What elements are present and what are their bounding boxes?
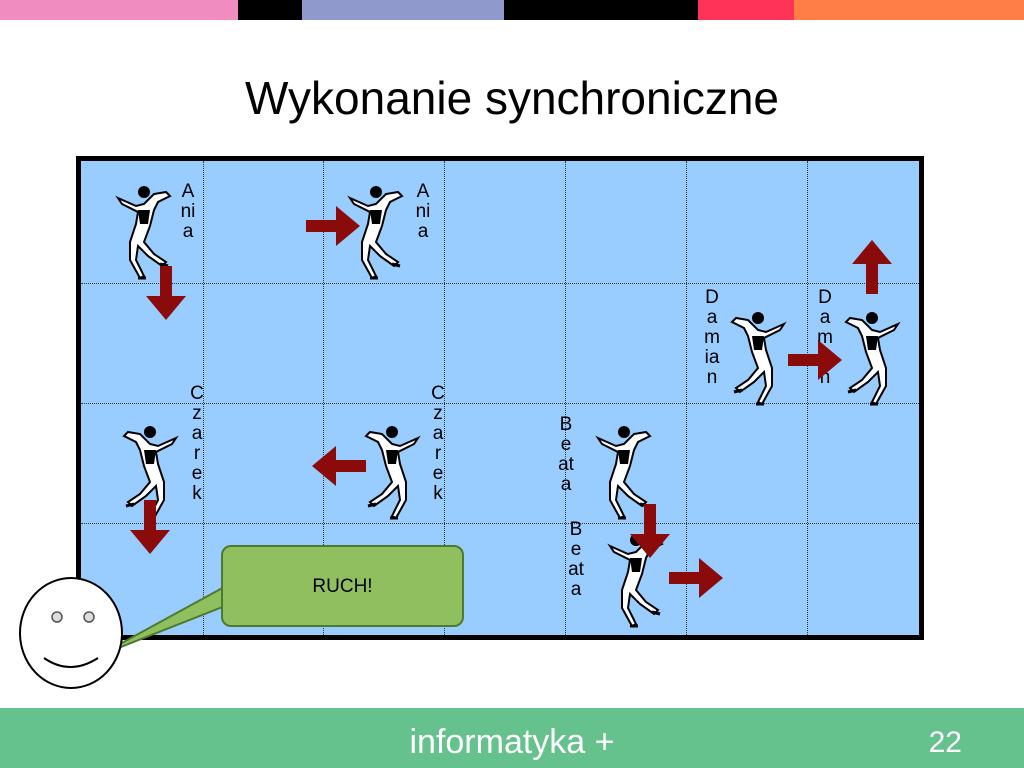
arrow-down-icon bbox=[630, 504, 670, 558]
top-bar-segment-black bbox=[504, 0, 698, 20]
top-bar-segment-orange bbox=[794, 0, 1024, 20]
speech-bubble-text: RUCH! bbox=[312, 576, 373, 597]
skater-name-label: Damian bbox=[704, 287, 720, 388]
arrow-right-icon bbox=[669, 558, 723, 598]
arrow-down-icon bbox=[130, 500, 170, 554]
skater-name-label: Czarek bbox=[431, 383, 445, 504]
skating-grid bbox=[76, 156, 924, 640]
skater-icon bbox=[730, 310, 786, 406]
grid-line bbox=[203, 161, 204, 635]
grid-line bbox=[323, 161, 324, 635]
top-bar-segment-black bbox=[238, 0, 302, 20]
top-bar-segment-red bbox=[698, 0, 794, 20]
footer-bar: informatyka + 22 bbox=[0, 708, 1024, 768]
arrow-left-icon bbox=[312, 446, 366, 486]
grid-line bbox=[686, 161, 687, 635]
skater-name-label: Beata bbox=[568, 519, 584, 600]
skater-icon bbox=[116, 184, 172, 280]
skater-icon bbox=[844, 310, 900, 406]
top-bar-segment-pink bbox=[0, 0, 238, 20]
grid-line bbox=[81, 283, 919, 284]
smiley-face-icon bbox=[19, 577, 123, 689]
skater-name-label: Ania bbox=[180, 181, 196, 242]
grid-line bbox=[444, 161, 445, 635]
top-bar-segment-blue bbox=[302, 0, 504, 20]
footer-brand-text: informatyka + bbox=[409, 723, 615, 761]
grid-line bbox=[807, 161, 808, 635]
arrow-down-icon bbox=[146, 266, 186, 320]
speech-bubble: RUCH! bbox=[221, 545, 464, 627]
grid-line bbox=[81, 523, 919, 524]
skater-name-label: Ania bbox=[415, 181, 431, 242]
grid-line bbox=[565, 161, 566, 635]
slide-title: Wykonanie synchroniczne bbox=[245, 72, 779, 124]
page-number: 22 bbox=[928, 726, 962, 759]
skater-name-label: Beata bbox=[558, 414, 574, 495]
arrow-up-icon bbox=[852, 240, 892, 294]
skater-name-label: Czarek bbox=[190, 383, 204, 504]
arrow-left-icon bbox=[306, 206, 360, 246]
grid-line bbox=[81, 403, 919, 404]
arrow-right-icon bbox=[788, 340, 842, 380]
